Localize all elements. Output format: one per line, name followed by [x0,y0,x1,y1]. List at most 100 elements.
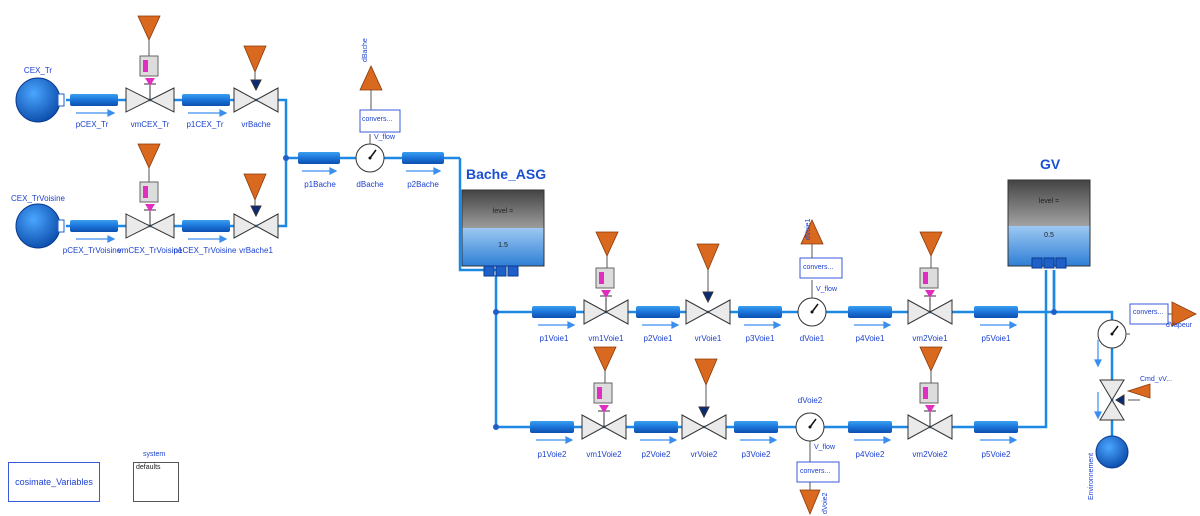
converter-dvoie1-label: convers... [803,264,834,271]
label-pipe-pcex-tr: pCEX_Tr [75,120,109,129]
flow-lines [66,98,1114,466]
signal-dvoie2-label: dVoie2 [822,492,829,514]
tank-bache-asg[interactable] [461,189,545,277]
system-block[interactable] [133,462,179,502]
pipe-p5voie2[interactable] [974,421,1018,433]
label-pipe-pcex-trvoisine: pCEX_TrVoisine [62,246,122,255]
label-pipe-p2voie2: p2Voie2 [641,450,671,459]
label-pipe-p3voie2: p3Voie2 [741,450,771,459]
pipe-p2voie1[interactable] [636,306,680,318]
label-pipe-p1cex-trvoisine: p1CEX_TrVoisine [173,246,237,255]
label-sensor-dvoie1: dVoie1 [799,334,825,343]
pipe-p3voie1[interactable] [738,306,782,318]
source-environnement[interactable] [1095,435,1129,469]
label-source-cex-tr: CEX_Tr [23,66,53,75]
label-valve-vm2voie1: vm2Voie1 [912,334,948,343]
output-lines [370,90,1172,490]
label-valve-vrbache: vrBache [241,120,271,129]
label-pipe-p1bache: p1Bache [304,180,336,189]
valve-vm2voie1[interactable] [907,295,953,325]
pipe-p1voie1[interactable] [532,306,576,318]
pipe-p1cex-trvoisine[interactable] [182,220,230,232]
converter-dvapeur-label: convers... [1133,309,1164,316]
valve-vmcex-trvoisine[interactable] [125,209,175,239]
valve-vapeur[interactable] [1099,379,1125,421]
label-pipe-p3voie1: p3Voie1 [745,334,775,343]
signal-dbache-label: dBache [362,38,369,62]
actuator-icons [139,55,939,413]
flow-arrows [76,109,1102,444]
pipe-p2voie2[interactable] [634,421,678,433]
label-pipe-p2voie1: p2Voie1 [643,334,673,343]
pipe-p2bache[interactable] [402,152,444,164]
label-source-environnement: Environnement [1088,452,1095,500]
tank-bache-level-label: level = [492,208,514,215]
label-valve-vrvoie2: vrVoie2 [690,450,718,459]
label-source-cex-trvoisine: CEX_TrVoisine [11,194,65,203]
label-valve-vmcex-tr: vmCEX_Tr [130,120,170,129]
valve-vrbache1[interactable] [233,205,279,239]
tank-gv-title: GV [1040,156,1061,172]
valve-vm2voie2[interactable] [907,410,953,440]
valve-vm1voie2[interactable] [581,410,627,440]
valve-vmcex-tr[interactable] [125,83,175,113]
label-sensor-dvoie2: dVoie2 [797,396,823,405]
valve-vrvoie2[interactable] [681,406,727,440]
label-sensor-dbache: dBache [356,180,384,189]
label-pipe-p4voie2: p4Voie2 [855,450,885,459]
pipe-p1cex-tr[interactable] [182,94,230,106]
connector-dots [283,155,1057,430]
label-valve-vrvoie1: vrVoie1 [694,334,722,343]
pipe-p5voie1[interactable] [974,306,1018,318]
source-cex-trvoisine[interactable] [15,203,65,249]
pipe-p3voie2[interactable] [734,421,778,433]
tank-bache-level-value: 1.5 [498,242,508,249]
tank-gv[interactable] [1007,179,1091,269]
sensor-dvoie1[interactable] [797,280,827,327]
label-pipe-p1cex-tr: p1CEX_Tr [186,120,224,129]
label-pipe-p1voie2: p1Voie2 [537,450,567,459]
source-cex-tr[interactable] [15,77,65,123]
valve-vrbache[interactable] [233,79,279,113]
label-pipe-p5voie1: p5Voie1 [981,334,1011,343]
cosimate-variables-block[interactable]: cosimate_Variables [8,462,100,502]
output-triangles [359,65,1197,516]
signal-cmd-vv-label: Cmd_vV... [1140,376,1173,383]
command-lines [148,40,1140,407]
pipe-pcex-trvoisine[interactable] [70,220,118,232]
label-valve-vmcex-trvoisine: vmCEX_TrVoisine [117,246,183,255]
label-pipe-p4voie1: p4Voie1 [855,334,885,343]
pipe-p4voie1[interactable] [848,306,892,318]
label-valve-vm1voie1: vm1Voie1 [588,334,624,343]
converter-dbache-label: convers... [362,116,393,123]
sensor-dvapeur[interactable] [1097,319,1130,349]
tank-gv-level-value: 0.5 [1044,232,1054,239]
valve-vrvoie1[interactable] [685,291,731,325]
label-pipe-p2bache: p2Bache [407,180,439,189]
valve-vm1voie1[interactable] [583,295,629,325]
tank-gv-level-label: level = [1038,198,1060,205]
pipe-pcex-tr[interactable] [70,94,118,106]
label-pipe-p1voie1: p1Voie1 [539,334,569,343]
label-pipe-p5voie2: p5Voie2 [981,450,1011,459]
label-valve-vm1voie2: vm1Voie2 [586,450,622,459]
label-vflow-dvoie2: V_flow [814,444,836,451]
signal-dvapeur-label: dVapeur [1166,322,1192,329]
sensor-dvoie2[interactable] [795,412,825,462]
command-triangles [137,15,1151,399]
label-valve-vrbache1: vrBache1 [239,246,273,255]
pipe-p4voie2[interactable] [848,421,892,433]
sensor-dbache[interactable] [355,134,385,173]
converter-boxes [359,109,1169,483]
converter-dvoie2-label: convers... [800,468,831,475]
label-vflow-dbache: V_flow [374,134,396,141]
pipe-p1voie2[interactable] [530,421,574,433]
pipe-p1bache[interactable] [298,152,340,164]
system-defaults-label: defaults [136,464,161,471]
tank-bache-title: Bache_ASG [466,166,547,182]
label-valve-vm2voie2: vm2Voie2 [912,450,948,459]
system-label: system [143,451,166,458]
label-vflow-dvoie1: V_flow [816,286,838,293]
signal-dvoie1-label: dVoie1 [805,218,812,240]
